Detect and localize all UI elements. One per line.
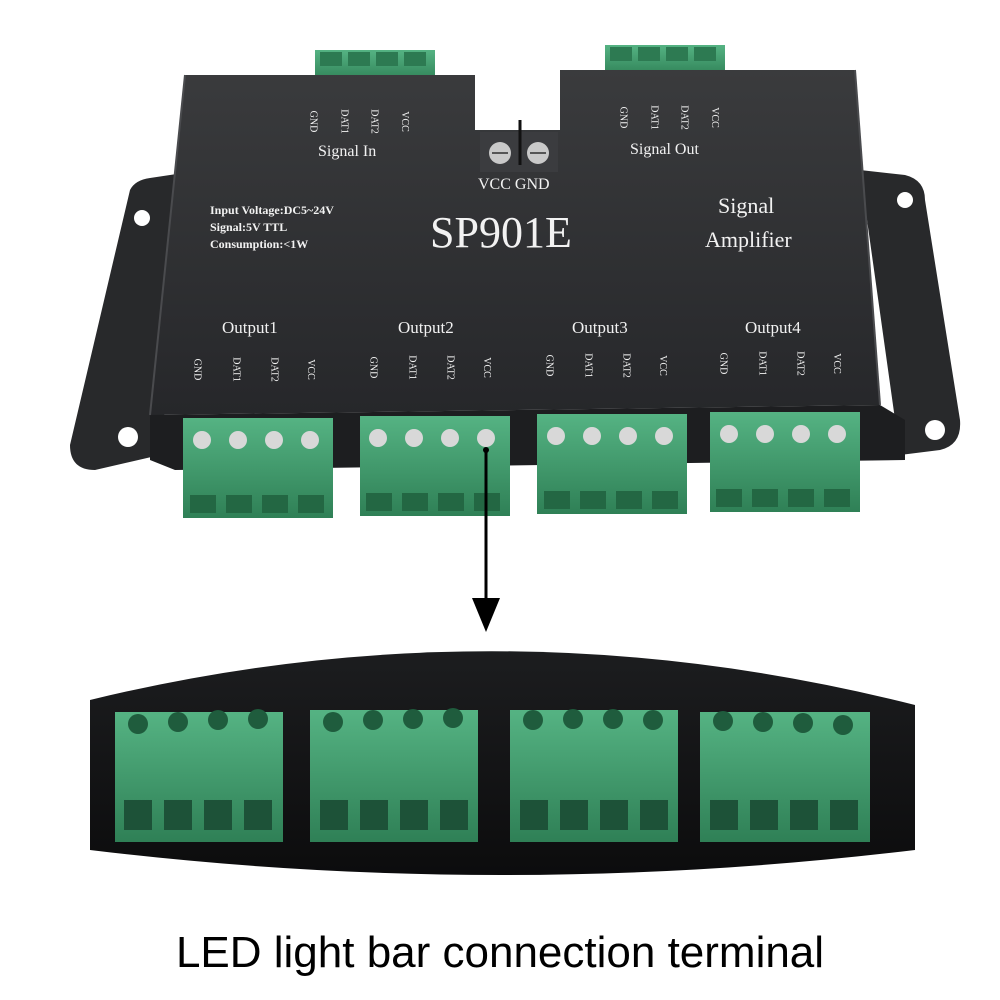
out2-pin-gnd: GND: [367, 356, 379, 379]
out1-pin-gnd: GND: [191, 358, 203, 381]
spec-consumption: Consumption:<1W: [210, 237, 309, 251]
output4-label: Output4: [745, 318, 801, 337]
signal-out-label: Signal Out: [630, 141, 699, 158]
signal-out-pin-dat1: DAT1: [648, 105, 660, 130]
signal-in-pin-gnd: GND: [307, 110, 319, 133]
zoom-terminal-1: [115, 709, 283, 842]
signal-in-pin-dat2: DAT2: [368, 109, 380, 134]
signal-out-pin-dat2: DAT2: [678, 105, 690, 130]
spec-input-voltage: Input Voltage:DC5~24V: [210, 203, 334, 217]
signal-out-pin-vcc: VCC: [708, 107, 720, 128]
out1-pin-dat1: DAT1: [230, 357, 242, 382]
power-label: VCC GND: [478, 176, 550, 193]
zoom-terminal-4: [700, 711, 870, 842]
device-type-line1: Signal: [718, 193, 775, 218]
out3-pin-vcc: VCC: [656, 355, 668, 376]
output2-label: Output2: [398, 318, 454, 337]
zoom-inset: [90, 651, 915, 875]
output3-terminal: [537, 414, 687, 514]
spec-signal: Signal:5V TTL: [210, 220, 288, 234]
out3-pin-dat2: DAT2: [620, 353, 632, 378]
out4-pin-dat1: DAT1: [756, 351, 768, 376]
out1-pin-dat2: DAT2: [268, 357, 280, 382]
out3-pin-dat1: DAT1: [582, 353, 594, 378]
model-name: SP901E: [430, 208, 572, 257]
out4-pin-dat2: DAT2: [794, 351, 806, 376]
signal-out-pin-gnd: GND: [617, 106, 629, 129]
output1-terminal: [183, 418, 333, 518]
out1-pin-vcc: VCC: [304, 359, 316, 380]
out3-pin-gnd: GND: [543, 354, 555, 377]
power-terminal: [480, 120, 558, 172]
out4-pin-vcc: VCC: [830, 353, 842, 374]
zoom-terminal-3: [510, 709, 678, 842]
zoom-terminal-2: [310, 708, 478, 842]
out2-pin-dat1: DAT1: [406, 355, 418, 380]
device-case: [149, 69, 905, 470]
caption: LED light bar connection terminal: [175, 928, 825, 977]
pointer-arrow: [472, 447, 500, 632]
out2-pin-vcc: VCC: [480, 357, 492, 378]
signal-in-label: Signal In: [318, 143, 377, 160]
out2-pin-dat2: DAT2: [444, 355, 456, 380]
out4-pin-gnd: GND: [717, 352, 729, 375]
output3-label: Output3: [572, 318, 628, 337]
signal-in-pin-vcc: VCC: [398, 111, 410, 132]
device-type-line2: Amplifier: [705, 227, 792, 252]
output1-label: Output1: [222, 318, 278, 337]
signal-in-pin-dat1: DAT1: [338, 109, 350, 134]
output-terminals: [183, 412, 860, 518]
output4-terminal: [710, 412, 860, 512]
